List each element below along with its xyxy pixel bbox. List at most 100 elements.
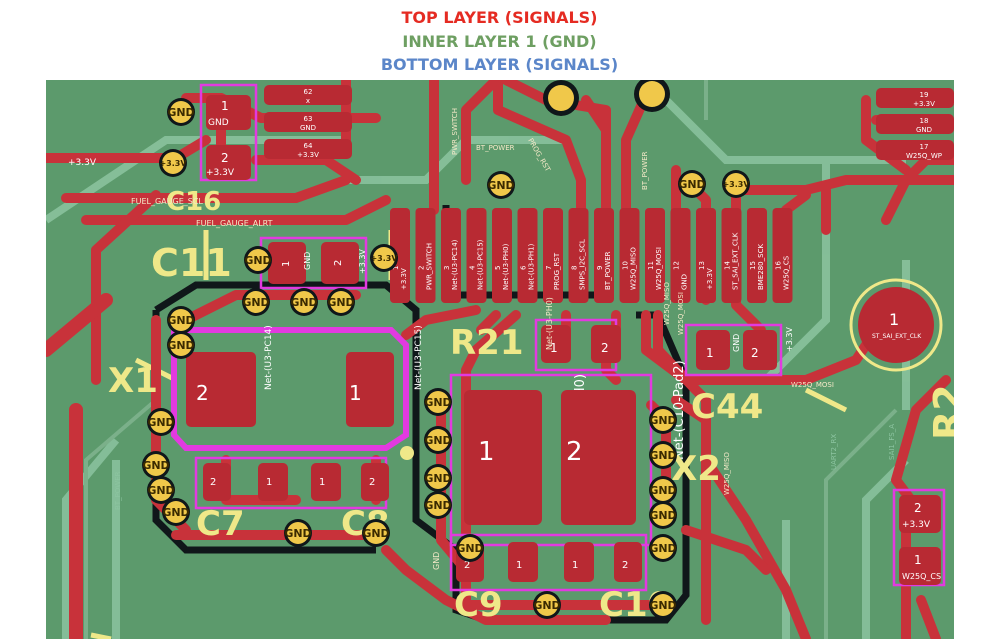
via-pad[interactable] bbox=[652, 537, 674, 559]
r2-pad-1[interactable] bbox=[899, 547, 941, 585]
gnd-via: GND bbox=[327, 288, 355, 316]
pin-63[interactable] bbox=[264, 112, 352, 132]
c11-pad-1-net: GND bbox=[303, 252, 312, 270]
pin-17[interactable] bbox=[876, 140, 954, 160]
via-pad[interactable] bbox=[145, 454, 167, 476]
via-pad[interactable] bbox=[170, 101, 192, 123]
r21-pad-1[interactable] bbox=[541, 325, 571, 363]
pin-18[interactable] bbox=[876, 114, 954, 134]
c7-pad-2[interactable] bbox=[203, 463, 231, 501]
c10-pad-2[interactable] bbox=[614, 542, 642, 582]
via-pad[interactable] bbox=[373, 247, 395, 269]
c8-pad-1[interactable] bbox=[311, 463, 341, 501]
header-pin-pad[interactable] bbox=[492, 208, 512, 303]
pin-62-label: x bbox=[306, 97, 310, 105]
header-pin-pad[interactable] bbox=[543, 208, 563, 303]
x1-pad-2-num: 2 bbox=[196, 381, 209, 405]
x2-pad-1[interactable] bbox=[464, 390, 542, 525]
header-pin-pad[interactable] bbox=[390, 208, 410, 303]
via-pad[interactable] bbox=[245, 291, 267, 313]
pin-19[interactable] bbox=[876, 88, 954, 108]
via-pad[interactable] bbox=[427, 429, 449, 451]
header-pin-pad[interactable] bbox=[441, 208, 461, 303]
header-pin-num: 16 bbox=[775, 261, 783, 270]
via-label: +3.3V bbox=[159, 159, 187, 168]
via-pad[interactable] bbox=[652, 444, 674, 466]
c11-pad-2[interactable] bbox=[321, 242, 359, 284]
header-pin-pad[interactable] bbox=[670, 208, 691, 303]
r2-pad-2[interactable] bbox=[899, 495, 941, 533]
x2-pad-2[interactable] bbox=[561, 390, 636, 525]
via-pad[interactable] bbox=[548, 85, 574, 111]
pin-64[interactable] bbox=[264, 139, 352, 159]
via-pad[interactable] bbox=[725, 173, 747, 195]
header-pin-pad[interactable] bbox=[619, 208, 640, 303]
r21-pad-2[interactable] bbox=[591, 325, 621, 363]
header-pin-pad[interactable] bbox=[466, 208, 487, 303]
x1-pad-2[interactable] bbox=[186, 352, 256, 427]
via-pad[interactable] bbox=[681, 173, 703, 195]
large-via bbox=[543, 80, 579, 116]
via-pad[interactable] bbox=[536, 594, 558, 616]
via-pad[interactable] bbox=[165, 501, 187, 523]
header-pin-pad[interactable] bbox=[696, 208, 716, 303]
c11-pad-1[interactable] bbox=[268, 242, 306, 284]
via-pad[interactable] bbox=[287, 522, 309, 544]
c8-pad-2[interactable] bbox=[361, 463, 389, 501]
via-pad[interactable] bbox=[652, 594, 674, 616]
top-trace bbox=[251, 155, 361, 185]
via-pad[interactable] bbox=[162, 152, 184, 174]
via-pad[interactable] bbox=[639, 81, 665, 107]
via-pad[interactable] bbox=[459, 537, 481, 559]
header-pin-pad[interactable] bbox=[568, 208, 589, 303]
via-pad[interactable] bbox=[293, 291, 315, 313]
c16-pad-2[interactable] bbox=[206, 145, 251, 180]
header-pin-pad[interactable] bbox=[594, 208, 614, 303]
via-pad[interactable] bbox=[652, 504, 674, 526]
header-pin-pad[interactable] bbox=[645, 208, 665, 303]
via-pad[interactable] bbox=[247, 249, 269, 271]
header-pin-pad[interactable] bbox=[415, 208, 436, 303]
via-pad[interactable] bbox=[170, 334, 192, 356]
via-pad[interactable] bbox=[427, 391, 449, 413]
header-pin-pad[interactable] bbox=[517, 208, 538, 303]
c44-pad-2[interactable] bbox=[743, 330, 777, 370]
via-pad[interactable] bbox=[652, 409, 674, 431]
c10-pad-1[interactable] bbox=[564, 542, 594, 582]
c7-pad-2-num: 2 bbox=[210, 477, 216, 488]
c44-pad-1[interactable] bbox=[696, 330, 730, 370]
testpoint-pad[interactable] bbox=[858, 287, 934, 363]
net-label-w25q-mosi: W25Q_MOSI bbox=[677, 292, 685, 335]
header-pin-pad[interactable] bbox=[772, 208, 793, 303]
r21-pad-1-num: 1 bbox=[550, 341, 558, 355]
header-pin-pad[interactable] bbox=[747, 208, 767, 303]
via-label: GND bbox=[327, 296, 354, 309]
via-pad[interactable] bbox=[170, 309, 192, 331]
via-pad[interactable] bbox=[150, 411, 172, 433]
c9-pad-1[interactable] bbox=[508, 542, 538, 582]
gnd-via: GND bbox=[147, 408, 175, 436]
top-trace bbox=[91, 190, 161, 385]
c7-pad-1[interactable] bbox=[258, 463, 288, 501]
via-pad[interactable] bbox=[427, 467, 449, 489]
header-pin-num: 1 bbox=[392, 266, 400, 270]
pin-62[interactable] bbox=[264, 85, 352, 105]
via-pad[interactable] bbox=[490, 174, 512, 196]
via-pad[interactable] bbox=[365, 522, 387, 544]
via-pad[interactable] bbox=[427, 494, 449, 516]
via-pad[interactable] bbox=[330, 291, 352, 313]
gnd-via: GND bbox=[649, 441, 677, 469]
via-pad[interactable] bbox=[150, 479, 172, 501]
x1-pad-1[interactable] bbox=[346, 352, 394, 427]
header-pin-label: BME280_SCK bbox=[757, 244, 765, 290]
header-pin-label: PWR_SWITCH bbox=[426, 243, 434, 290]
bottom-layer-thin-traces bbox=[84, 80, 898, 639]
gnd-via: GND bbox=[244, 246, 272, 274]
c16-pad-1[interactable] bbox=[206, 95, 251, 130]
via-pad[interactable] bbox=[652, 479, 674, 501]
header-pin-pad[interactable] bbox=[721, 208, 742, 303]
